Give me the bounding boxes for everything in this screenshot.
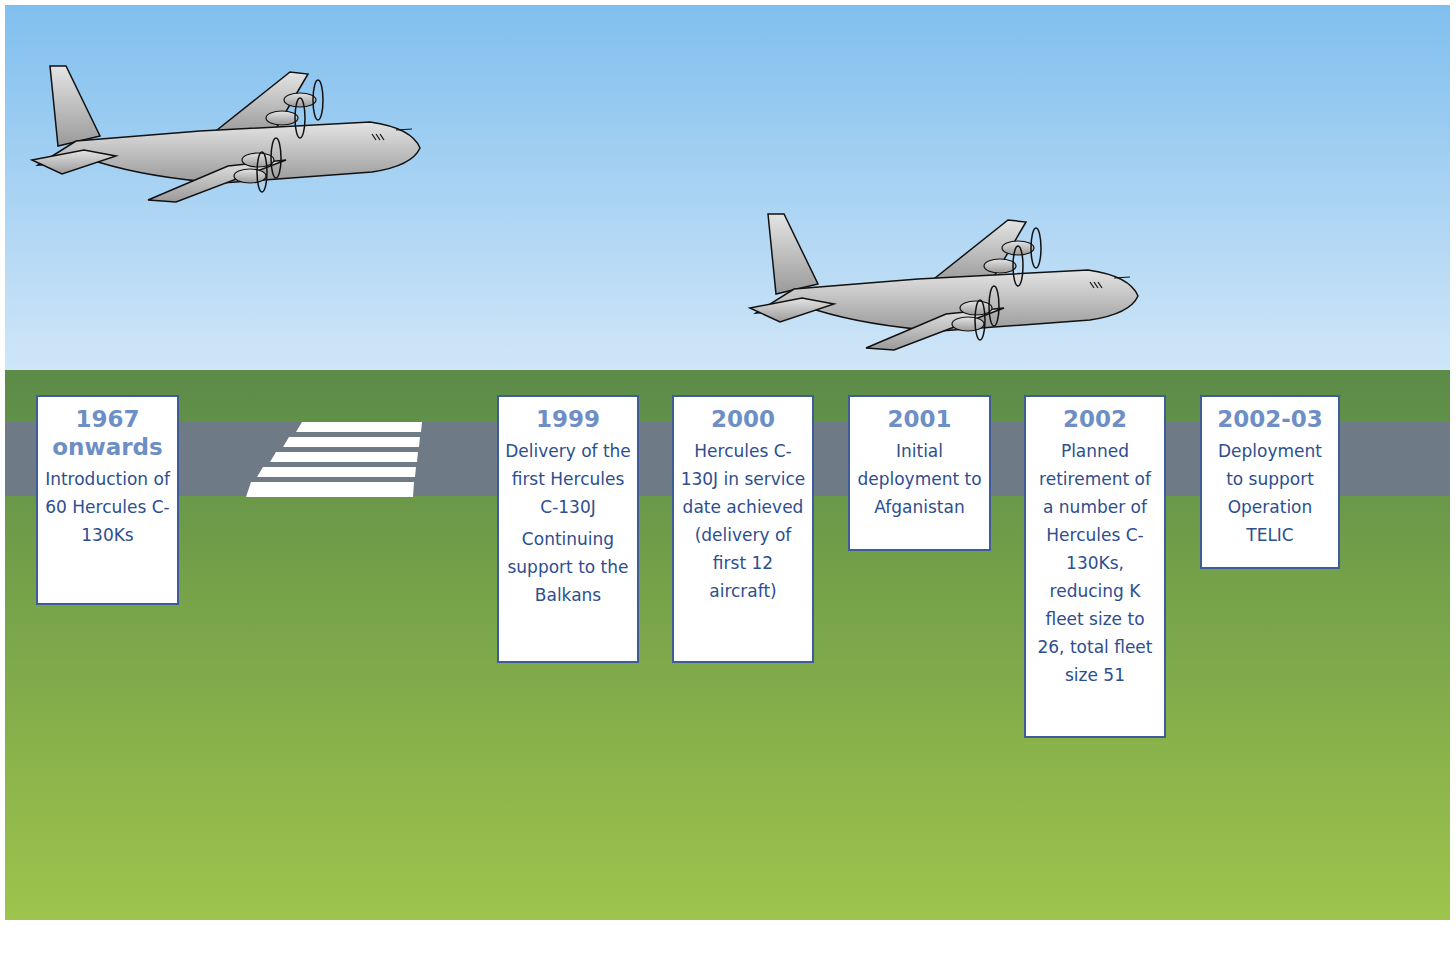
timeline-box: 2002Planned retirement of a number of He… bbox=[1024, 395, 1166, 738]
sky bbox=[5, 5, 1450, 371]
year-heading: 2000 bbox=[680, 405, 806, 433]
timeline-box: 2001Initial deployment to Afganistan bbox=[848, 395, 991, 551]
event-text: Continuing support to the Balkans bbox=[505, 525, 631, 609]
event-text: Planned retirement of a number of Hercul… bbox=[1032, 437, 1158, 689]
timeline-box: 2000Hercules C-130J in service date achi… bbox=[672, 395, 814, 663]
year-heading: 2002 bbox=[1032, 405, 1158, 433]
runway-stripe bbox=[270, 452, 418, 462]
event-text: Deployment to support Operation TELIC bbox=[1208, 437, 1332, 549]
year-heading: 2001 bbox=[856, 405, 983, 433]
year-heading: 1967 onwards bbox=[44, 405, 171, 461]
event-text: Initial deployment to Afganistan bbox=[856, 437, 983, 521]
year-heading: 2002-03 bbox=[1208, 405, 1332, 433]
hercules-aircraft bbox=[32, 66, 420, 202]
runway-stripe bbox=[283, 437, 420, 447]
timeline-box: 2002-03Deployment to support Operation T… bbox=[1200, 395, 1340, 569]
runway-markings bbox=[246, 422, 422, 497]
runway-stripe bbox=[246, 482, 414, 497]
timeline-box: 1967 onwardsIntroduction of 60 Hercules … bbox=[36, 395, 179, 605]
event-text: Introduction of 60 Hercules C-130Ks bbox=[44, 465, 171, 549]
hercules-aircraft bbox=[750, 214, 1138, 350]
year-heading: 1999 bbox=[505, 405, 631, 433]
ground bbox=[5, 370, 1450, 920]
event-text: Hercules C-130J in service date achieved… bbox=[680, 437, 806, 605]
runway-stripe bbox=[257, 467, 416, 477]
event-text: Delivery of the first Hercules C-130J bbox=[505, 437, 631, 521]
runway-stripe bbox=[296, 422, 422, 432]
timeline-box: 1999Delivery of the first Hercules C-130… bbox=[497, 395, 639, 663]
